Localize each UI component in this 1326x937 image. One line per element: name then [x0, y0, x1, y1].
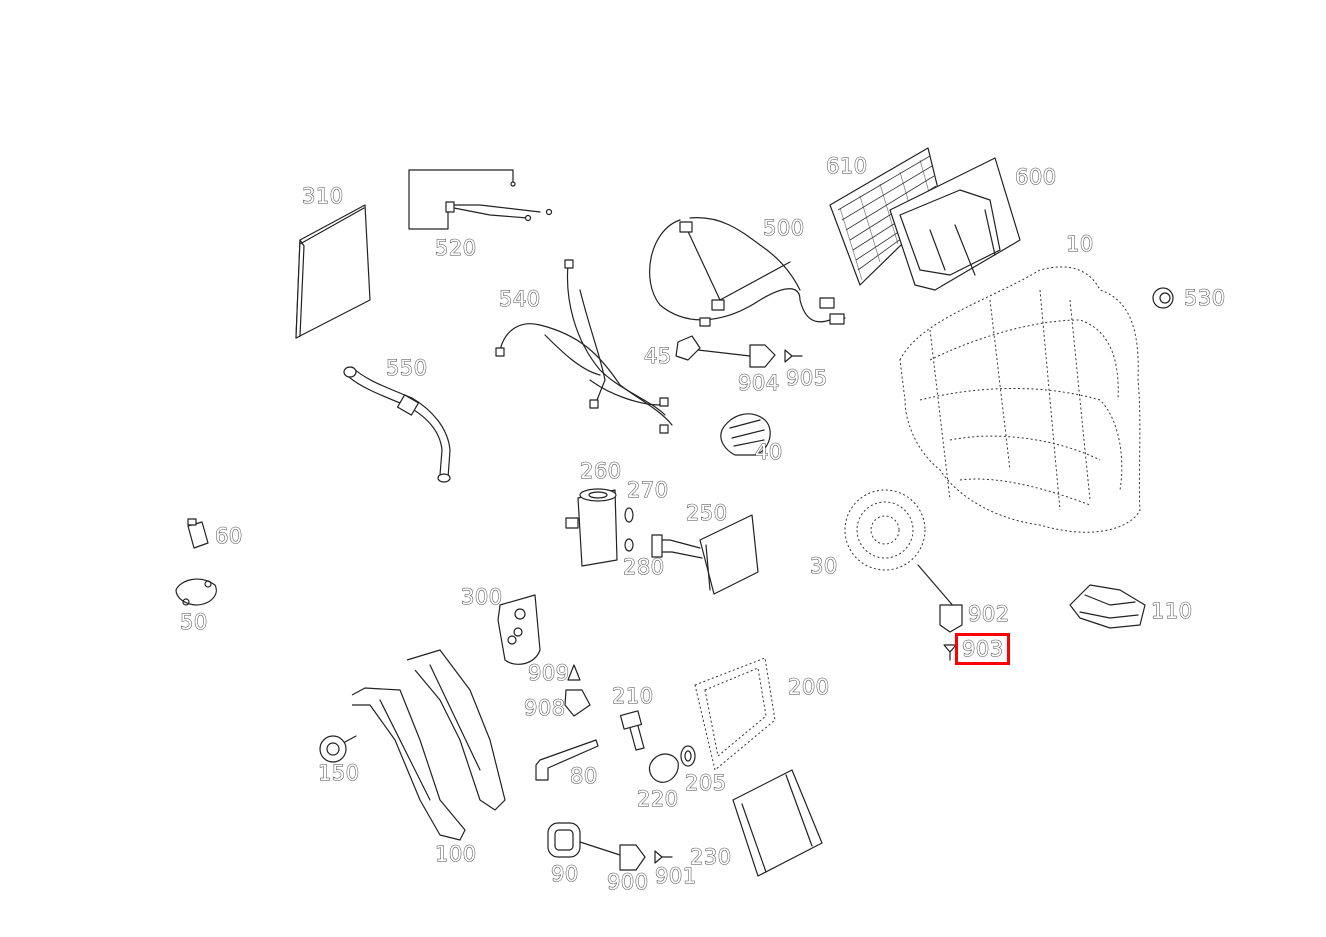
label-903[interactable]: 903	[962, 637, 1004, 661]
label-904[interactable]: 904	[738, 371, 780, 395]
label-905[interactable]: 905	[786, 366, 828, 390]
label-530[interactable]: 530	[1184, 286, 1226, 310]
part-310-panel[interactable]	[295, 204, 371, 339]
part-905-screw[interactable]	[784, 349, 803, 363]
part-904-clip[interactable]	[749, 344, 776, 368]
part-550-hose[interactable]	[343, 366, 451, 483]
label-230[interactable]: 230	[690, 845, 732, 869]
label-30[interactable]: 30	[810, 554, 838, 578]
part-520-wire[interactable]	[408, 169, 553, 230]
part-909-clip[interactable]	[567, 664, 581, 681]
part-50-servomotor[interactable]	[175, 578, 217, 606]
label-280[interactable]: 280	[623, 555, 665, 579]
label-902[interactable]: 902	[968, 602, 1010, 626]
label-520[interactable]: 520	[435, 236, 477, 260]
part-280-o-ring[interactable]	[624, 538, 634, 552]
part-100-duct[interactable]	[351, 649, 506, 841]
label-10[interactable]: 10	[1066, 232, 1094, 256]
label-250[interactable]: 250	[686, 501, 728, 525]
label-908[interactable]: 908	[524, 696, 566, 720]
part-60-sensor[interactable]	[187, 518, 209, 549]
part-530-grommet[interactable]	[1152, 287, 1174, 309]
label-901[interactable]: 901	[655, 864, 697, 888]
label-110[interactable]: 110	[1151, 599, 1193, 623]
part-902-clip[interactable]	[939, 604, 963, 633]
part-260-expansion-valve[interactable]	[565, 488, 618, 567]
label-45[interactable]: 45	[644, 344, 672, 368]
label-270[interactable]: 270	[627, 478, 669, 502]
part-600-filter-housing[interactable]	[889, 157, 1021, 291]
label-50[interactable]: 50	[180, 610, 208, 634]
part-90-blower-motor[interactable]	[547, 822, 621, 858]
part-908-clip[interactable]	[564, 689, 591, 717]
label-300[interactable]: 300	[461, 585, 503, 609]
label-205[interactable]: 205	[685, 771, 727, 795]
label-610[interactable]: 610	[826, 154, 868, 178]
label-40[interactable]: 40	[755, 440, 783, 464]
label-90[interactable]: 90	[551, 862, 579, 886]
label-550[interactable]: 550	[386, 356, 428, 380]
label-150[interactable]: 150	[318, 761, 360, 785]
part-540-harness[interactable]	[495, 259, 673, 434]
part-230-heat-exchanger[interactable]	[732, 769, 823, 877]
part-250-evaporator[interactable]	[651, 514, 759, 595]
label-540[interactable]: 540	[499, 287, 541, 311]
part-220-clamp[interactable]	[648, 753, 679, 783]
label-220[interactable]: 220	[637, 787, 679, 811]
label-310[interactable]: 310	[302, 184, 344, 208]
part-45-sensor[interactable]	[675, 335, 751, 361]
label-210[interactable]: 210	[612, 684, 654, 708]
label-500[interactable]: 500	[763, 216, 805, 240]
label-200[interactable]: 200	[788, 675, 830, 699]
part-903-screw[interactable]	[943, 644, 957, 661]
label-909[interactable]: 909	[528, 661, 570, 685]
part-200-heater-core[interactable]	[694, 657, 776, 771]
label-100[interactable]: 100	[435, 842, 477, 866]
part-270-o-ring[interactable]	[624, 507, 634, 523]
part-30-blower[interactable]	[844, 489, 956, 609]
part-150-screw[interactable]	[319, 735, 357, 763]
label-80[interactable]: 80	[570, 764, 598, 788]
part-500-harness[interactable]	[649, 217, 846, 327]
part-901-screw[interactable]	[654, 850, 673, 864]
part-110-bracket[interactable]	[1069, 584, 1146, 629]
part-40-actuator[interactable]	[720, 413, 771, 456]
label-260[interactable]: 260	[580, 459, 622, 483]
label-900[interactable]: 900	[607, 870, 649, 894]
part-10-engine[interactable]	[899, 266, 1141, 533]
part-205-ring[interactable]	[680, 745, 696, 767]
part-80-lever[interactable]	[535, 739, 599, 781]
part-210-bolt[interactable]	[619, 710, 645, 751]
part-300-gasket[interactable]	[497, 594, 541, 665]
label-60[interactable]: 60	[215, 524, 243, 548]
label-600[interactable]: 600	[1015, 165, 1057, 189]
part-900-clip[interactable]	[619, 844, 646, 871]
